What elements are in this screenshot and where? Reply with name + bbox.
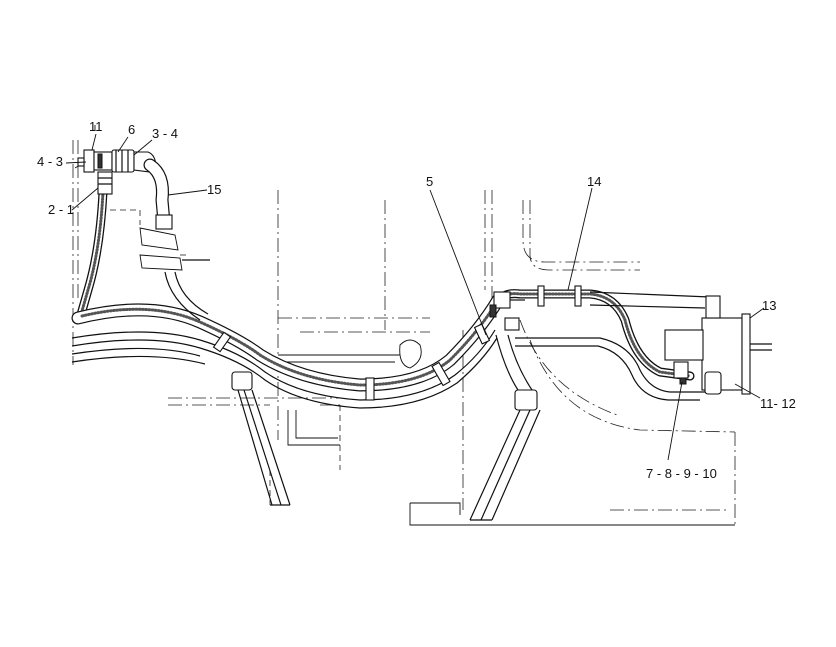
main-pressure-line	[71, 293, 505, 392]
left-fitting-assembly	[77, 149, 157, 195]
callout-13: 13	[762, 298, 776, 313]
callout-14: 14	[587, 174, 601, 189]
leader-lines	[65, 133, 765, 461]
return-line	[71, 329, 498, 409]
pipes-to-valve	[515, 291, 711, 401]
callout-6: 6	[128, 122, 135, 137]
callout-7-8-9-10: 7 - 8 - 9 - 10	[646, 466, 717, 481]
callout-11: 11	[89, 119, 103, 134]
background-structure	[72, 125, 736, 526]
callout-3-4: 3 - 4	[152, 126, 178, 141]
hose-clamps	[212, 285, 582, 401]
left-down-pipe	[164, 271, 291, 506]
callout-5: 5	[426, 174, 433, 189]
hose-15	[139, 158, 210, 271]
hose-14	[495, 289, 695, 381]
callout-labels: 11 6 3 - 4 4 - 3 15 2 - 1 5 14 13 11- 12…	[37, 119, 796, 481]
callout-4-3: 4 - 3	[37, 154, 63, 169]
center-fittings	[489, 291, 525, 331]
left-supply-hose	[75, 187, 108, 323]
callout-11-12: 11- 12	[760, 396, 796, 411]
callout-2-1: 2 - 1	[48, 202, 74, 217]
callout-15: 15	[207, 182, 221, 197]
valve-block-13	[664, 295, 772, 395]
center-down-pipe	[469, 334, 541, 521]
